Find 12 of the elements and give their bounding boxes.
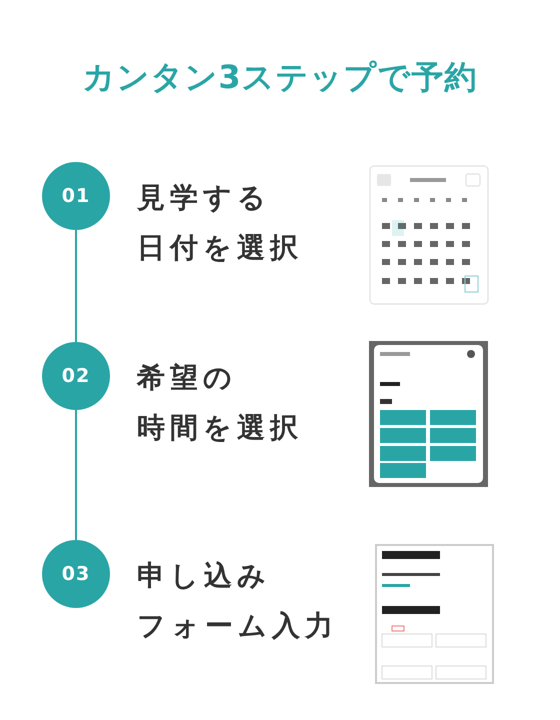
step-label: 日付を選択 [137, 234, 303, 262]
step-label: 希望の [137, 364, 237, 392]
step-label: 時間を選択 [137, 414, 303, 442]
connector-line [75, 410, 77, 540]
step-number-circle: 01 [42, 162, 110, 230]
step-label: 申し込み [137, 562, 271, 590]
step-number-circle: 03 [42, 540, 110, 608]
step-label: 見学する [137, 184, 271, 212]
title: カンタン3ステップで予約 [81, 57, 479, 98]
step-label: フォーム入力 [137, 612, 338, 640]
connector-line [75, 230, 77, 342]
step-number-circle: 02 [42, 342, 110, 410]
